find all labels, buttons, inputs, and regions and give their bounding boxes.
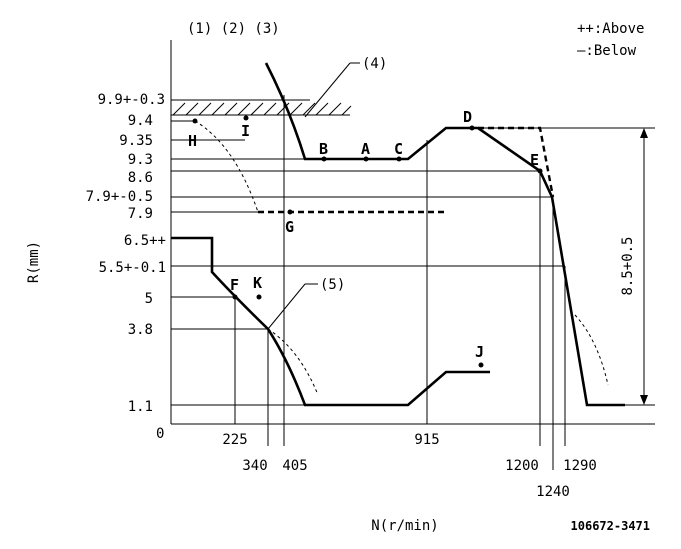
y-tick-6.5: 6.5++ [124, 233, 166, 249]
y-tick-9.9: 9.9+-0.3 [98, 92, 165, 108]
point-e-label: E [530, 151, 539, 169]
legend-below: —:Below [577, 43, 637, 59]
y-tick-9.35: 9.35 [119, 133, 153, 149]
dot-g [287, 209, 293, 215]
dot-f [232, 294, 238, 300]
callout-4-leader [304, 62, 351, 118]
dimension-arrow-bottom [640, 395, 648, 405]
callout-4: (4) [362, 56, 387, 72]
dot-a [363, 156, 369, 162]
point-g-label: G [285, 218, 294, 236]
x-tick-1290: 1290 [563, 458, 597, 474]
callout-5-leader [267, 283, 306, 330]
dot-h [192, 118, 198, 124]
dashed-h-curve [194, 120, 259, 213]
y-tick-5.5: 5.5+-0.1 [99, 260, 166, 276]
point-j-label: J [475, 343, 484, 361]
y-tick-3.8: 3.8 [128, 322, 153, 338]
x-tick-915: 915 [414, 432, 439, 448]
dot-j [478, 362, 484, 368]
callout-5: (5) [320, 277, 345, 293]
origin-label: 0 [156, 426, 164, 442]
dot-c [396, 156, 402, 162]
y-tick-7.9: 7.9 [128, 206, 153, 222]
y-tick-9.4: 9.4 [128, 113, 153, 129]
dashed-k-curve [267, 328, 319, 396]
x-axis-title: N(r/min) [371, 518, 438, 534]
dimension-label: 8.5+0.5 [620, 236, 636, 295]
y-tick-5: 5 [145, 291, 153, 307]
y-tick-1.1: 1.1 [128, 399, 153, 415]
x-tick-225: 225 [222, 432, 247, 448]
legend-above: ++:Above [577, 21, 644, 37]
x-tick-405: 405 [282, 458, 307, 474]
dot-k [256, 294, 262, 300]
dot-e [537, 168, 543, 174]
y-tick-9.3: 9.3 [128, 152, 153, 168]
point-k-label: K [253, 274, 262, 292]
x-tick-1240: 1240 [536, 484, 570, 500]
start-curve [171, 236, 490, 407]
x-tick-340: 340 [242, 458, 267, 474]
dimension-arrow-top [640, 128, 648, 138]
y-axis-title: R(mm) [26, 241, 42, 283]
y-tick-8.6: 8.6 [128, 170, 153, 186]
point-i-label: I [241, 122, 250, 140]
point-markers [192, 115, 543, 368]
reference-numbers: (1) (2) (3) [187, 21, 280, 37]
dot-b [321, 156, 327, 162]
drawing-number: 106672-3471 [571, 519, 650, 533]
point-h-label: H [188, 132, 197, 150]
point-a-label: A [361, 140, 370, 158]
dot-d [469, 125, 475, 131]
point-b-label: B [319, 140, 328, 158]
dashed-top-segment [478, 126, 555, 198]
stopper-hatching [172, 102, 352, 116]
full-load-curve [264, 62, 625, 407]
x-tick-1200: 1200 [505, 458, 539, 474]
dot-i [243, 115, 249, 121]
point-d-label: D [463, 108, 472, 126]
dashed-right-curve [574, 314, 609, 386]
point-c-label: C [394, 140, 403, 158]
point-f-label: F [230, 276, 239, 294]
y-tick-7.9pm: 7.9+-0.5 [86, 189, 153, 205]
